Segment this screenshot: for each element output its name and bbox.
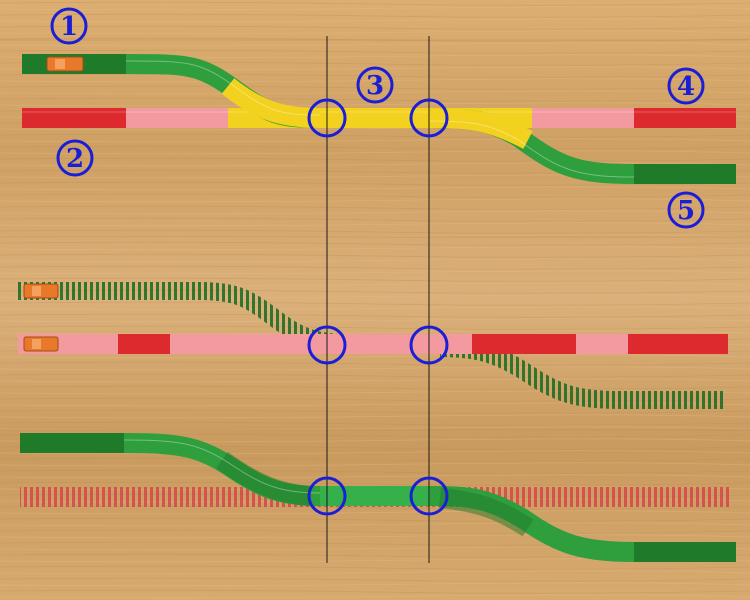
callout-2: 2 bbox=[56, 139, 94, 177]
callout-3-label: 3 bbox=[366, 71, 384, 101]
callout-2-label: 2 bbox=[66, 144, 84, 174]
circle-marker-icon bbox=[409, 476, 449, 516]
circle-marker-icon bbox=[409, 325, 449, 365]
callout-4-label: 4 bbox=[677, 72, 695, 102]
circle-marker-icon bbox=[307, 98, 347, 138]
panel-bottom bbox=[20, 433, 736, 562]
panel-middle bbox=[18, 282, 728, 409]
locomotive-icon bbox=[46, 56, 84, 72]
circle-marker-icon bbox=[307, 476, 347, 516]
circle-marker-icon bbox=[409, 98, 449, 138]
straight-track-middle bbox=[18, 334, 728, 354]
junction-markers bbox=[307, 98, 449, 516]
callout-4: 4 bbox=[667, 67, 705, 105]
active-route-bottom bbox=[20, 433, 736, 562]
callout-1: 1 bbox=[50, 7, 88, 45]
callout-5-label: 5 bbox=[677, 196, 695, 226]
diverging-track-top-right bbox=[429, 108, 736, 184]
callout-1-label: 1 bbox=[60, 12, 78, 42]
locomotive-icon bbox=[23, 336, 59, 352]
circle-marker-icon bbox=[307, 325, 347, 365]
callout-5: 5 bbox=[667, 191, 705, 229]
locomotive-icon bbox=[23, 283, 59, 299]
straight-track-top bbox=[22, 108, 736, 128]
callout-3: 3 bbox=[356, 66, 394, 104]
